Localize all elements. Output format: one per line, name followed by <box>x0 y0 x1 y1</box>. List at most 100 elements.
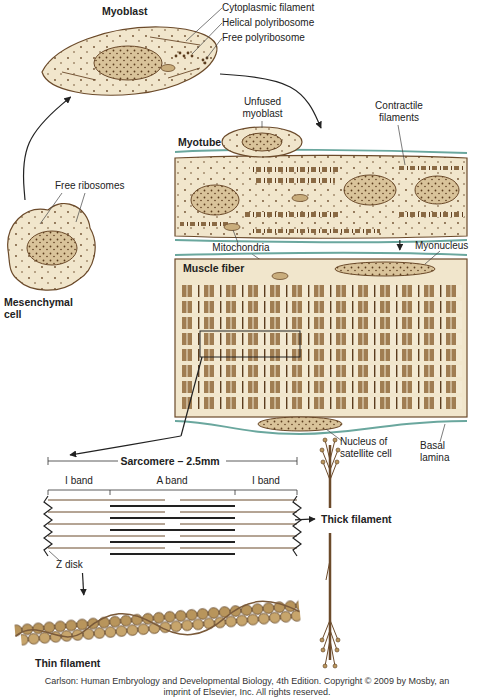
leader-line <box>186 8 222 59</box>
cell-body <box>8 203 95 290</box>
part-label: Free ribosomes <box>55 180 145 192</box>
thin-filament-drawing <box>14 598 301 650</box>
development-arrow <box>399 240 400 250</box>
part-label: Unfused myoblast <box>235 96 290 119</box>
thick-filament-line <box>110 506 235 554</box>
ribosome <box>187 52 190 55</box>
part-label: Contractile filaments <box>368 100 430 123</box>
muscle-fiber <box>175 253 467 434</box>
development-arrow <box>220 74 321 128</box>
myofibril <box>182 285 462 297</box>
part-label: Nucleus of satellite cell <box>340 436 412 459</box>
myosin-head <box>321 460 325 464</box>
myosin-head <box>336 448 340 452</box>
structure-title: Myotube <box>178 136 238 148</box>
free-polyribosome <box>202 57 209 65</box>
part-label: Cytoplasmic filament <box>222 2 352 14</box>
part-label: Mitochondria <box>205 242 277 254</box>
cell-stage: Myoblast <box>40 5 220 97</box>
basal-lamina <box>175 150 467 153</box>
nucleus-texture <box>258 417 342 431</box>
nucleus <box>27 231 77 265</box>
myosin-head <box>320 448 324 452</box>
myofibril <box>182 333 462 345</box>
structure-title: Myoblast <box>102 5 172 17</box>
z-disk <box>293 496 301 556</box>
myosin-head <box>323 664 327 668</box>
structure-title: Thick filament <box>321 513 400 525</box>
contractile-filament <box>245 212 340 217</box>
zoom-leader <box>181 357 202 436</box>
development-arrow <box>70 436 181 455</box>
part-label: A band <box>147 475 197 487</box>
basal-lamina <box>175 421 467 434</box>
ribosome <box>183 55 186 58</box>
myosin-head <box>321 648 325 652</box>
part-label: I band <box>54 475 104 487</box>
structure-region: Thin filament <box>10 595 305 675</box>
ribosome <box>204 62 207 65</box>
myofibril <box>182 397 462 409</box>
structure-title: Muscle fiber <box>183 262 263 274</box>
sarcomere-diagram <box>44 457 301 561</box>
development-arrow <box>83 573 84 595</box>
tropomyosin <box>14 598 300 650</box>
mitochondrion <box>224 224 240 231</box>
part-label: Helical polyribosome <box>222 17 352 29</box>
myosin-heads <box>322 440 338 666</box>
mitochondrion <box>272 273 288 280</box>
nucleus <box>94 46 162 80</box>
copyright-caption: Carlson: Human Embryology and Developmen… <box>40 676 454 699</box>
leader-line <box>40 193 85 224</box>
ribosome <box>191 55 194 58</box>
myosin-head <box>336 638 340 642</box>
ribosome <box>179 52 182 55</box>
contractile-filament <box>398 212 464 217</box>
myosin-head <box>320 638 324 642</box>
band-bracket <box>48 490 297 495</box>
cytoplasm-texture <box>8 203 95 290</box>
leader-line <box>326 251 445 442</box>
contractile-filament <box>398 166 464 170</box>
mitochondrion <box>292 195 308 202</box>
structure-region: Sarcomere – 2.5mm <box>45 455 295 573</box>
thick-filament-drawing <box>320 438 340 668</box>
cell-body <box>42 27 217 95</box>
myofibril <box>182 381 462 393</box>
structure-title: Mesenchymal cell <box>4 296 84 320</box>
nucleus-texture <box>344 175 396 205</box>
fiber-body <box>175 259 467 417</box>
nucleus-texture <box>191 185 239 215</box>
thin-filament-line <box>48 500 297 548</box>
mitochondrion <box>161 65 175 72</box>
cytoplasm-texture <box>222 127 302 157</box>
part-label: I band <box>241 475 291 487</box>
z-disk <box>44 496 52 556</box>
ribosome <box>175 55 178 58</box>
myosin-head <box>333 438 337 442</box>
tube-body <box>175 155 467 238</box>
basal-lamina <box>175 253 467 255</box>
nucleus-texture <box>94 46 162 80</box>
myonucleus <box>335 262 435 276</box>
unfused-myoblast <box>222 127 302 157</box>
ribosome <box>202 59 205 62</box>
contractile-filament <box>250 229 380 233</box>
contractile-filament <box>180 222 230 226</box>
satellite-cell-nucleus <box>258 417 342 431</box>
cytoplasmic-filament <box>62 37 200 80</box>
myofibril <box>182 365 462 377</box>
nucleus <box>344 175 396 205</box>
part-label: Z disk <box>56 559 101 571</box>
myofibril <box>182 301 462 313</box>
nucleus-texture <box>415 176 459 204</box>
helical-polyribosome <box>175 52 194 58</box>
nucleus-texture <box>335 262 435 276</box>
cell-stage: Myotube <box>175 128 467 240</box>
development-arrow <box>23 97 70 200</box>
development-arrow <box>295 518 315 520</box>
myosin-head <box>335 648 339 652</box>
myotube <box>175 127 467 242</box>
myosin-head <box>323 438 327 442</box>
